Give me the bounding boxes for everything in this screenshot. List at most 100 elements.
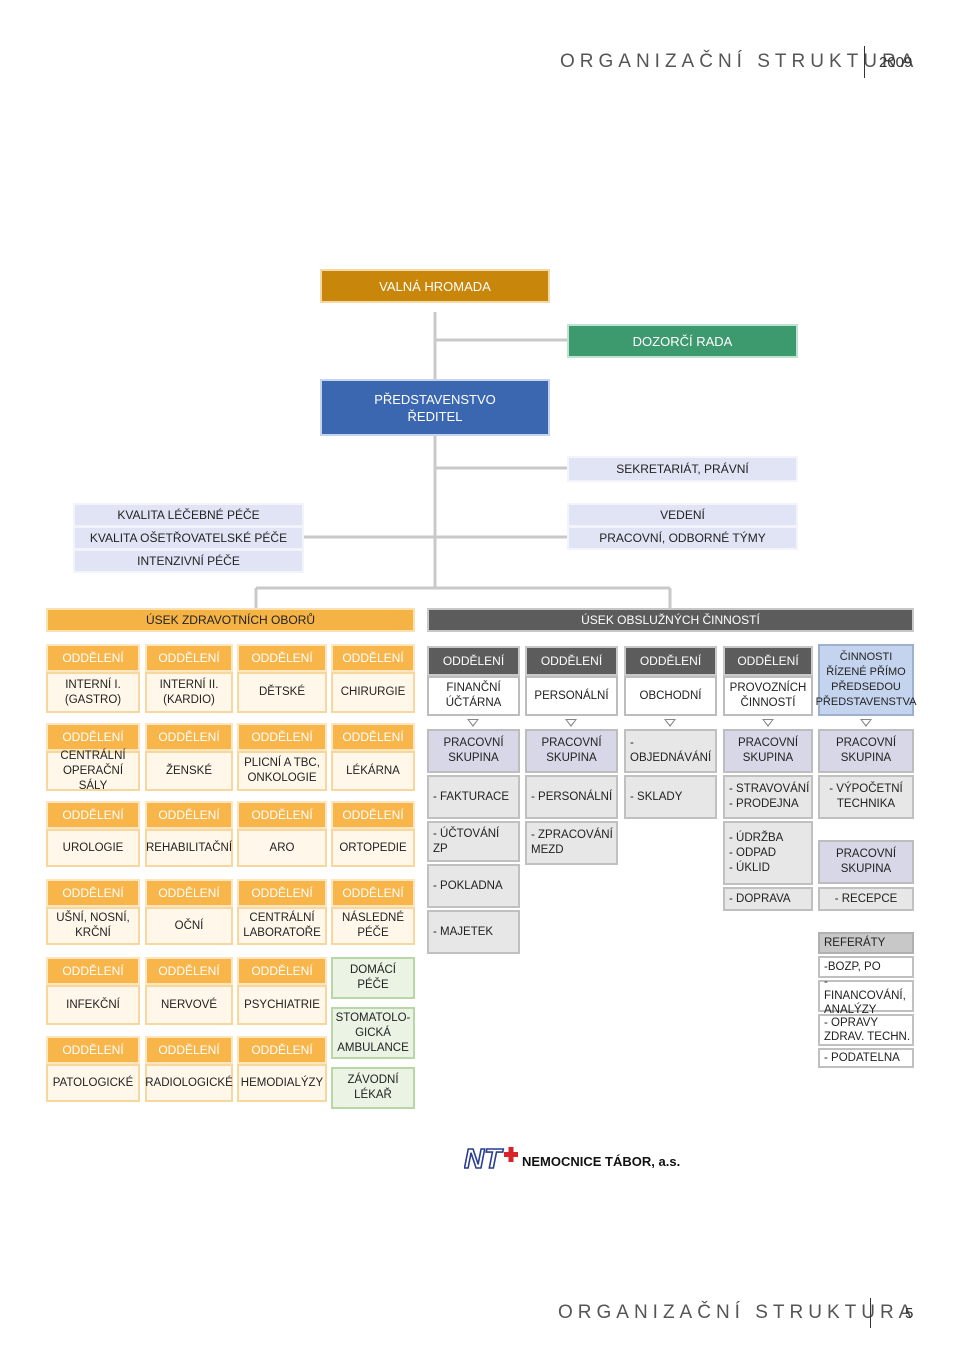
service-item: - SKLADY [624,775,717,819]
department-name: INTERNÍ II. (KARDIO) [145,672,233,713]
referaty-header: REFERÁTY [818,932,914,954]
department-name: REHABILITAČNÍ [145,829,233,867]
work-group-box: PRACOVNÍ SKUPINA [427,729,520,773]
service-dept-label: ODDĚLENÍ [723,646,813,676]
department-label: ODDĚLENÍ [237,644,327,672]
service-dept-name: OBCHODNÍ [624,676,717,716]
service-dept-name: PERSONÁLNÍ [525,676,618,716]
department-label: ODDĚLENÍ [46,879,140,907]
department-name: HEMODIALÝZY [237,1064,327,1102]
sekretariat-box: SEKRETARIÁT, PRÁVNÍ [567,456,798,482]
arrow-down-icon [762,719,774,727]
service-item: - ÚČTOVÁNÍ ZP [427,821,520,862]
department-label: ODDĚLENÍ [145,644,233,672]
department-name: PATOLOGICKÉ [46,1064,140,1102]
service-item: - POKLADNA [427,864,520,908]
department-label: ODDĚLENÍ [145,801,233,829]
department-name: CHIRURGIE [331,672,415,713]
section-services: ÚSEK OBSLUŽNÝCH ČINNOSTÍ [427,608,914,632]
department-label: ODDĚLENÍ [145,723,233,751]
header-title: ORGANIZAČNÍ STRUKTURA [560,51,919,72]
service-item: - DOPRAVA [723,887,813,911]
department-name: INTERNÍ I. (GASTRO) [46,672,140,713]
department-name: RADIOLOGICKÉ [145,1064,233,1102]
department-name: ŽENSKÉ [145,751,233,791]
department-name: INFEKČNÍ [46,985,140,1025]
service-dept-label: ODDĚLENÍ [525,646,618,676]
arrow-down-icon [467,719,479,727]
arrow-down-icon [565,719,577,727]
header-divider [864,46,865,78]
department-label: ODDĚLENÍ [46,1036,140,1064]
department-label: ODDĚLENÍ [46,801,140,829]
vedeni-item: VEDENÍ [567,503,798,527]
work-group-box: PRACOVNÍ SKUPINA [818,840,914,884]
department-name: DĚTSKÉ [237,672,327,713]
work-group-box: PRACOVNÍ SKUPINA [723,729,813,773]
quality-item: INTENZIVNÍ PÉČE [73,549,304,573]
quality-item: KVALITA OŠETŘOVATELSKÉ PÉČE [73,526,304,550]
department-name: ARO [237,829,327,867]
department-label: ODDĚLENÍ [46,723,140,751]
stomatologicka-ambulance-box: STOMATOLO- GICKÁ AMBULANCE [331,1007,415,1059]
department-name: NERVOVÉ [145,985,233,1025]
referaty-item: -BOZP, PO [818,956,914,978]
service-dept-name: PROVOZNÍCH ČINNOSTÍ [723,676,813,716]
department-label: ODDĚLENÍ [145,879,233,907]
zavodni-lekar-box: ZÁVODNÍ LÉKAŘ [331,1067,415,1109]
referaty-item: - FINANCOVÁNÍ, ANALÝZY [818,976,914,1016]
department-label: ODDĚLENÍ [331,801,415,829]
service-dept-name: FINANČNÍ ÚČTÁRNA [427,676,520,716]
department-label: ODDĚLENÍ [237,957,327,985]
dozorci-rada-box: DOZORČÍ RADA [567,324,798,358]
department-label: ODDĚLENÍ [237,801,327,829]
department-name: LÉKÁRNA [331,751,415,791]
department-label: ODDĚLENÍ [237,1036,327,1064]
predstavenstvo-box: PŘEDSTAVENSTVO ŘEDITEL [320,379,550,436]
service-item: - RECEPCE [818,887,914,911]
department-label: ODDĚLENÍ [237,879,327,907]
hospital-logo: NT [463,1142,520,1178]
hospital-name: NEMOCNICE TÁBOR, a.s. [522,1154,681,1169]
service-dept-label: ODDĚLENÍ [624,646,717,676]
service-item: - ÚDRŽBA - ODPAD - ÚKLID [723,821,813,885]
svg-text:NT: NT [464,1143,504,1173]
department-label: ODDĚLENÍ [331,879,415,907]
department-name: PSYCHIATRIE [237,985,327,1025]
department-name: UŠNÍ, NOSNÍ, KRČNÍ [46,907,140,945]
leadership-activities-box: ČINNOSTI ŘÍZENÉ PŘÍMO PŘEDSEDOU PŘEDSTAV… [816,644,916,716]
section-medical: ÚSEK ZDRAVOTNÍCH OBORŮ [46,608,415,632]
department-label: ODDĚLENÍ [145,957,233,985]
department-name: ORTOPEDIE [331,829,415,867]
department-name: CENTRÁLNÍ LABORATOŘE [237,907,327,945]
work-group-box: PRACOVNÍ SKUPINA [818,729,914,773]
department-label: ODDĚLENÍ [237,723,327,751]
department-label: ODDĚLENÍ [331,723,415,751]
department-name: CENTRÁLNÍ OPERAČNÍ SÁLY [46,750,140,792]
service-item: - ZPRACOVÁNÍ MEZD [525,821,618,865]
service-item: - VÝPOČETNÍ TECHNIKA [818,775,914,819]
connector-lines [254,312,672,608]
footer-divider [870,1298,871,1328]
arrow-down-icon [860,719,872,727]
department-name: UROLOGIE [46,829,140,867]
department-label: ODDĚLENÍ [46,957,140,985]
referaty-item: - OPRAVY ZDRAV. TECHN. [818,1014,914,1046]
department-name: NÁSLEDNÉ PÉČE [331,907,415,945]
header-year: 2009 [879,54,913,71]
valna-hromada-box: VALNÁ HROMADA [320,269,550,303]
referaty-item: - PODATELNA [818,1048,914,1068]
department-name: OČNÍ [145,907,233,945]
arrow-down-icon [664,719,676,727]
service-item: - MAJETEK [427,910,520,954]
service-item: - FAKTURACE [427,775,520,819]
domaci-pece-box: DOMÁCÍ PÉČE [331,957,415,999]
service-item: - STRAVOVÁNÍ - PRODEJNA [723,775,813,819]
service-item: - OBJEDNÁVÁNÍ [624,729,717,773]
service-dept-label: ODDĚLENÍ [427,646,520,676]
department-label: ODDĚLENÍ [46,644,140,672]
department-label: ODDĚLENÍ [331,644,415,672]
service-item: - PERSONÁLNÍ [525,775,618,819]
department-name: PLICNÍ A TBC, ONKOLOGIE [237,751,327,791]
footer-title: ORGANIZAČNÍ STRUKTURA [558,1302,917,1323]
